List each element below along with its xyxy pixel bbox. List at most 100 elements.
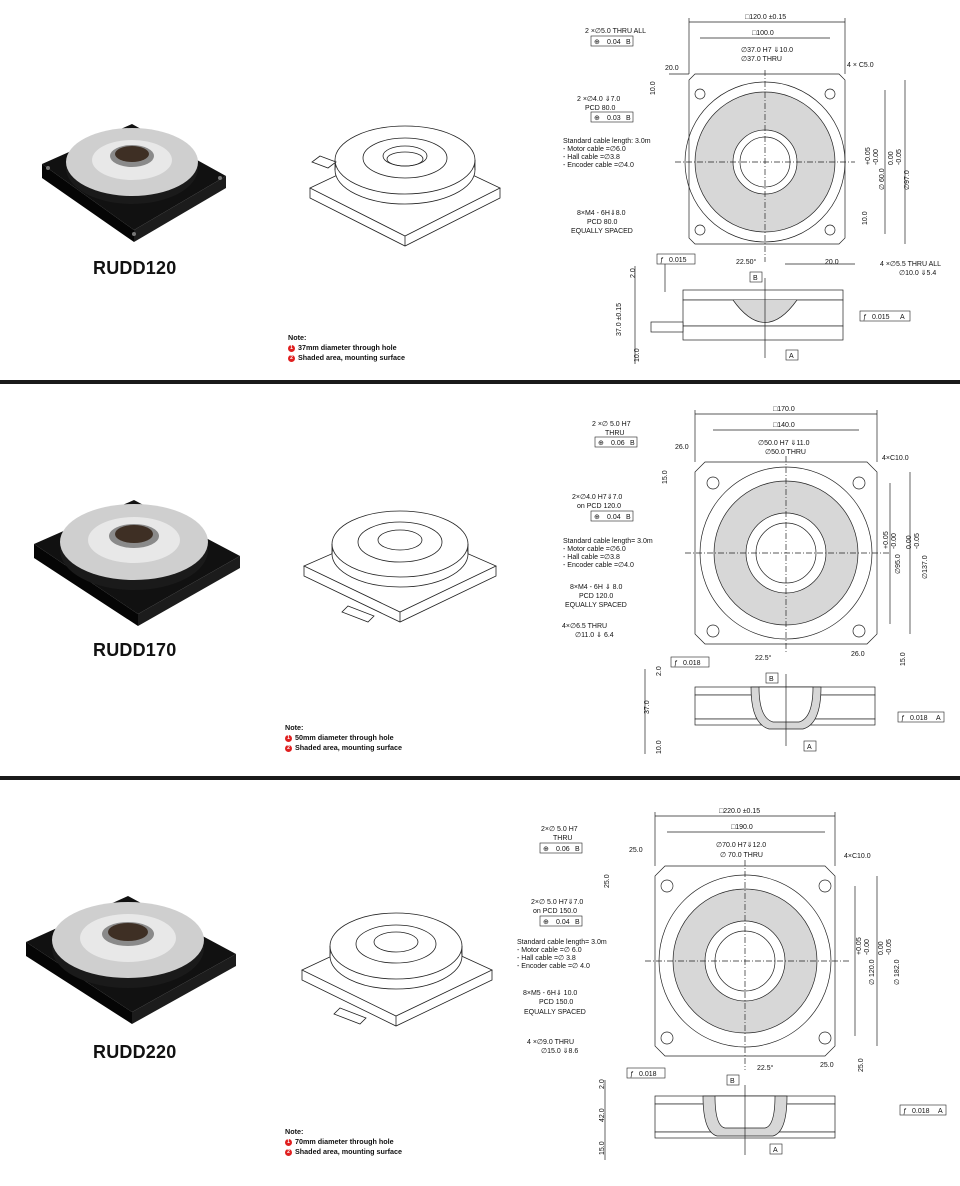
dim-pin-holes: 2×∅ 5.0 H7 (541, 826, 578, 833)
flatness-top: 0.018 (639, 1071, 657, 1078)
note-title: Note: (285, 723, 304, 732)
datum-b: B (626, 39, 631, 46)
dim-bottom-offset: 20.0 (825, 259, 839, 266)
dim-side-offset: 25.0 (858, 1058, 865, 1072)
dim-height-base: 15.0 (599, 1141, 606, 1155)
dim-tapped-eq: EQUALLY SPACED (571, 228, 633, 235)
outer-tol-1: 0.00 (906, 535, 913, 549)
pin-tolerance: 0.04 (607, 39, 621, 46)
tol-plus: +0.05 (856, 937, 863, 955)
dim-inner: □190.0 (731, 824, 753, 831)
section-divider (0, 380, 960, 384)
datum-a: A (900, 314, 905, 321)
position-symbol: ⊕ (594, 514, 600, 521)
dim-outer-diameter: ∅137.0 (922, 555, 929, 579)
pcd-tolerance: 0.04 (607, 514, 621, 521)
cable-motor: - Motor cable =∅6.0 (563, 546, 626, 553)
dim-pin-holes: 2 ×∅5.0 THRU ALL (585, 28, 646, 35)
datum-b: B (626, 115, 631, 122)
dim-tapped-eq: EQUALLY SPACED (524, 1009, 586, 1016)
flatness-symbol: ƒ (630, 1071, 634, 1078)
dim-outer: □220.0 ±0.15 (719, 808, 760, 815)
cable-title: Standard cable length: 3.0m (563, 138, 651, 145)
flatness-symbol: ƒ (660, 257, 664, 264)
dim-pcd-holes-pcd: PCD 80.0 (585, 105, 615, 112)
dim-bottom-offset: 25.0 (820, 1062, 834, 1069)
isometric-drawing (301, 912, 493, 1027)
dim-mount-holes: 4 ×∅9.0 THRU (527, 1039, 574, 1046)
dim-side-offset: 15.0 (900, 652, 907, 666)
dim-chamfer: 4×C10.0 (844, 853, 871, 860)
dim-tapped-pcd: PCD 80.0 (587, 219, 617, 226)
dim-angle: 22.5° (755, 654, 772, 662)
dim-mount-holes: 4 ×∅5.5 THRU ALL (880, 261, 941, 268)
dim-inner: □100.0 (752, 30, 774, 37)
note-item: 70mm diameter through hole (295, 1137, 394, 1146)
dim-bottom-offset: 26.0 (851, 651, 865, 658)
flatness-symbol: ƒ (903, 1108, 907, 1115)
outer-tol-2: -0.05 (914, 533, 921, 549)
datum-b-label: B (753, 275, 758, 282)
flatness-symbol: ƒ (674, 660, 678, 667)
tol-zero: -0.00 (873, 149, 880, 165)
dim-inner-diameter: ∅95.0 (895, 554, 902, 574)
dim-pcd-holes-pcd: on PCD 120.0 (577, 503, 621, 510)
dim-offset-x: 25.0 (629, 847, 643, 854)
cable-hall: - Hall cable =∅ 3.8 (517, 955, 576, 962)
dim-height-top: 2.0 (656, 666, 663, 676)
datum-b-label: B (730, 1078, 735, 1085)
dim-bore-top: ∅70.0 H7⇓12.0 (716, 841, 766, 849)
cable-encoder: - Encoder cable =∅ 4.0 (517, 963, 590, 970)
datum-a: A (938, 1108, 943, 1115)
note-title: Note: (285, 1127, 304, 1136)
tol-plus: +0.05 (865, 147, 872, 165)
dim-offset-y: 25.0 (604, 874, 611, 888)
dim-pcd-holes: 2×∅ 5.0 H7⇓7.0 (531, 898, 583, 906)
dim-height-top: 2.0 (599, 1079, 606, 1089)
note-item: 50mm diameter through hole (295, 733, 394, 742)
dim-inner-diameter: ∅ 120.0 (869, 959, 876, 985)
note-title: Note: (288, 333, 307, 342)
section-divider (0, 776, 960, 780)
dim-pin-holes-thru: THRU (553, 835, 572, 842)
model-label: RUDD220 (93, 1042, 177, 1062)
technical-drawing-rudd220: □220.0 ±0.15 □190.0 ∅70.0 H7⇓12.0 ∅ 70.0… (517, 808, 947, 1160)
flatness-side: 0.018 (912, 1108, 930, 1115)
dim-inner-diameter: ∅ 60.0 (879, 168, 886, 190)
cable-encoder: - Encoder cable =∅4.0 (563, 562, 634, 569)
dim-bore-top: ∅37.0 H7 ⇓10.0 (741, 46, 793, 54)
dim-height-total: 42.0 (599, 1108, 606, 1122)
cable-encoder: - Encoder cable =∅4.0 (563, 162, 634, 169)
dim-offset-x: 20.0 (665, 65, 679, 72)
cable-hall: - Hall cable =∅3.8 (563, 154, 620, 161)
note-item: Shaded area, mounting surface (295, 1147, 403, 1156)
dim-pin-holes-thru: THRU (605, 430, 624, 437)
tol-zero: -0.00 (864, 939, 871, 955)
dim-pcd-holes: 2×∅4.0 H7⇓7.0 (572, 493, 622, 501)
pin-tolerance: 0.06 (611, 440, 625, 447)
datum-a: A (936, 715, 941, 722)
position-symbol: ⊕ (543, 919, 549, 926)
technical-drawing-rudd120: □120.0 ±0.15 □100.0 ∅37.0 H7 ⇓10.0 ∅37.0… (563, 14, 941, 364)
datum-b: B (575, 846, 580, 853)
position-symbol: ⊕ (594, 115, 600, 122)
position-symbol: ⊕ (598, 440, 604, 447)
dim-angle: 22.50° (736, 258, 757, 266)
cable-motor: - Motor cable =∅6.0 (563, 146, 626, 153)
dim-bore-top: ∅50.0 H7 ⇓11.0 (758, 439, 810, 447)
cable-title: Standard cable length= 3.0m (517, 939, 607, 946)
flatness-top: 0.015 (669, 257, 687, 264)
dim-height-base: 10.0 (656, 740, 663, 754)
datum-a-label: A (789, 353, 794, 360)
dim-mount-counterbore: ∅11.0 ⇓ 6.4 (575, 631, 614, 639)
dim-height-total: 37.0 ±0.15 (616, 303, 623, 336)
flatness-top: 0.018 (683, 660, 701, 667)
dim-pcd-holes-pcd: on PCD 150.0 (533, 908, 577, 915)
dim-mount-counterbore: ∅15.0 ⇓8.6 (541, 1047, 578, 1055)
dim-tapped: 8×M4 - 6H ⇓ 8.0 (570, 583, 622, 591)
dim-mount-counterbore: ∅10.0 ⇓5.4 (899, 269, 936, 277)
tol-plus: +0.05 (883, 531, 890, 549)
